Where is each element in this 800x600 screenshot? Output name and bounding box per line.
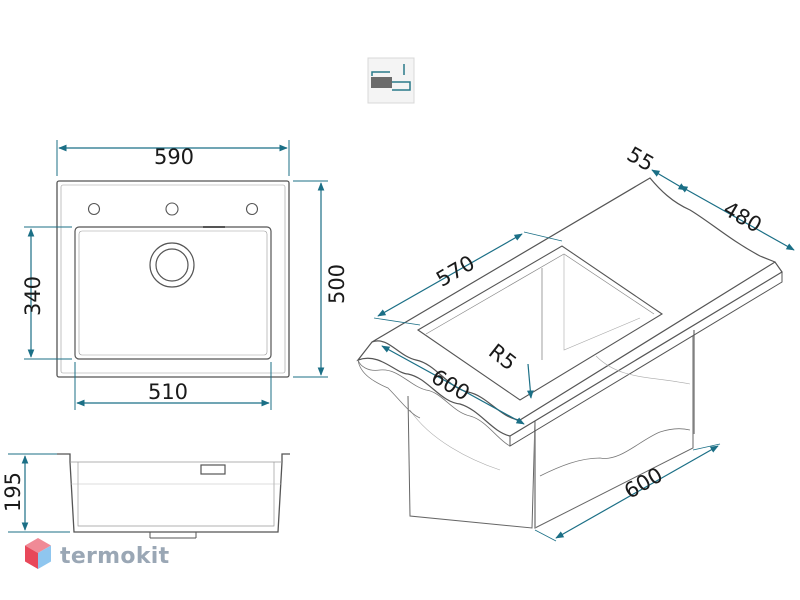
- dim-bowl-length-iso: 570: [432, 251, 479, 292]
- drain-inner: [155, 248, 189, 282]
- dim-width-bowl: 510: [148, 380, 188, 404]
- dim-height-outer: 500: [325, 264, 349, 304]
- overflow-slot: [200, 464, 226, 475]
- section-view: 195: [1, 453, 290, 539]
- tap-hole: [87, 202, 101, 216]
- isometric-view: 55 480 570 R5 600 600: [356, 142, 795, 542]
- brand-name: termokit: [60, 544, 170, 569]
- tap-hole: [165, 202, 179, 216]
- sink-section-outline: [57, 453, 290, 533]
- drain-outer: [149, 242, 195, 288]
- hexagon-cube-icon: [25, 538, 51, 569]
- undermount-sink-icon: [367, 57, 415, 104]
- dim-depth-iso: 480: [719, 197, 766, 238]
- dim-height-bowl: 340: [21, 276, 45, 316]
- top-view: 590 510 500 340: [21, 140, 349, 410]
- dim-depth: 195: [1, 472, 25, 512]
- bowl-outline-top: [74, 226, 272, 360]
- dim-width-outer: 590: [154, 145, 194, 169]
- tap-hole: [245, 202, 259, 216]
- dim-corner-radius: R5: [484, 339, 521, 375]
- cabinet-outline: [407, 395, 536, 529]
- sink-outline-top: [56, 180, 290, 378]
